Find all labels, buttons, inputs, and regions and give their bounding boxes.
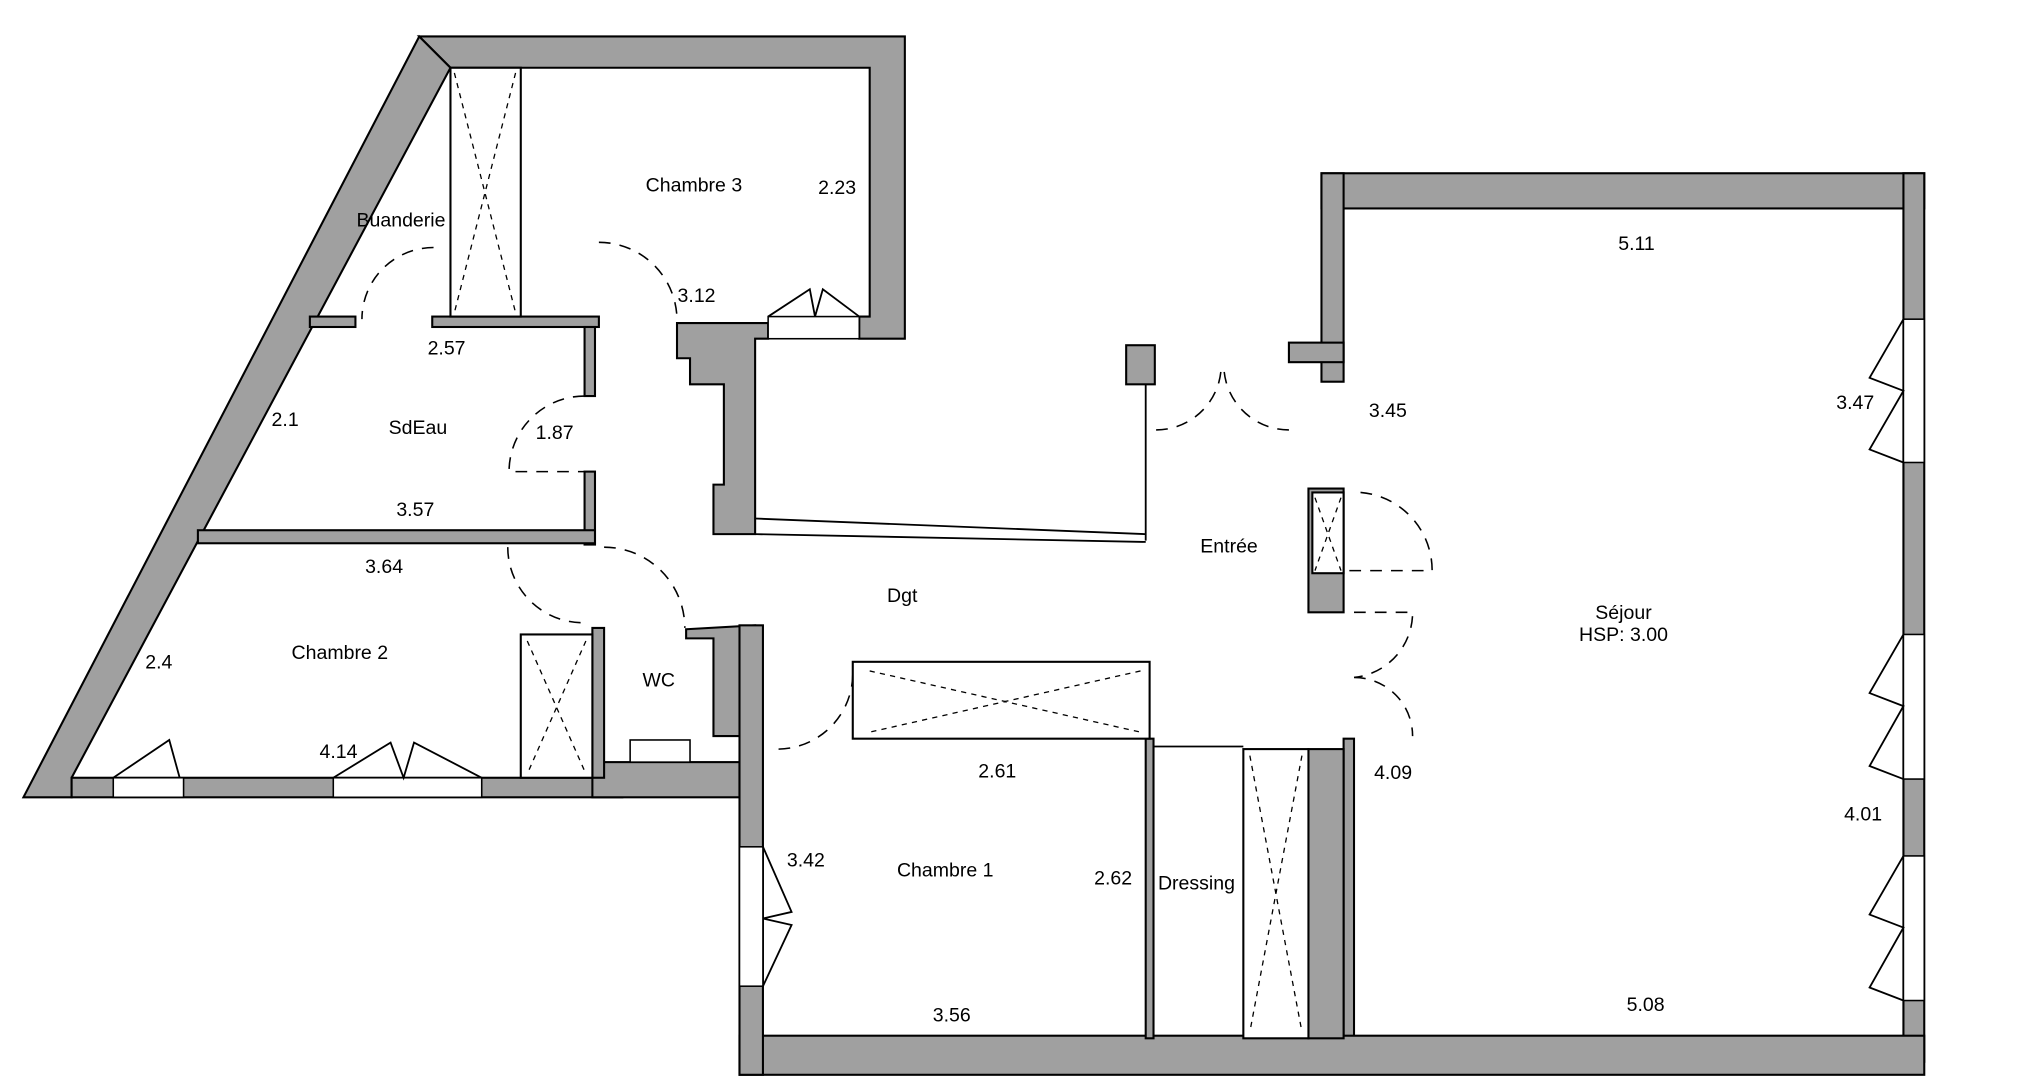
window-wc	[629, 739, 691, 763]
window-chambre3	[767, 315, 861, 340]
room-label-chambre1: Chambre 1	[897, 860, 994, 882]
window-sejour-1	[1902, 318, 1926, 464]
room-label-wc: WC	[643, 670, 676, 692]
closet-chambre2	[519, 633, 594, 779]
room-label-entree: Entrée	[1200, 535, 1257, 557]
room-label-sdeau: SdEau	[389, 417, 448, 439]
door-chambre1	[778, 673, 854, 750]
wall-chambre1-right	[1144, 737, 1155, 1040]
room-height-sejour: HSP: 3.00	[1579, 624, 1668, 646]
wall-sdeau-bottom	[196, 529, 597, 545]
room-label-buanderie: Buanderie	[357, 210, 446, 232]
dimension-label: 3.57	[396, 499, 434, 521]
partition-dgt	[755, 517, 1146, 536]
wall-entree-post	[1125, 344, 1156, 386]
dimension-label: 2.57	[428, 337, 466, 359]
dimension-label: 3.56	[933, 1004, 971, 1026]
door-buanderie	[361, 246, 434, 320]
closet-entree	[1311, 491, 1345, 575]
door-chambre3	[598, 241, 678, 321]
wall-sdeau-right-bottom	[583, 470, 597, 546]
door-wc	[604, 546, 686, 628]
dimension-label: 5.08	[1627, 994, 1665, 1016]
door-chambre2	[506, 547, 584, 624]
room-label-chambre2: Chambre 2	[292, 642, 389, 664]
dimension-label: 2.61	[978, 761, 1016, 783]
dimension-label: 3.47	[1836, 392, 1874, 414]
room-label-dgt: Dgt	[887, 585, 918, 607]
closets	[449, 66, 1345, 1040]
dimension-label: 4.01	[1844, 804, 1882, 826]
dimension-label: 2.23	[818, 177, 856, 199]
window-leaf	[762, 846, 793, 987]
wall-sdeau-right-top	[583, 325, 597, 398]
door-sejour-closet	[1343, 491, 1433, 572]
dimension-label: 3.42	[787, 849, 825, 871]
wall-dressing-right	[1307, 748, 1345, 1040]
room-label-sejour: Séjour	[1595, 602, 1652, 624]
window-chambre2-left	[112, 776, 185, 799]
closet-dgt	[851, 660, 1151, 740]
partition-dgt-2	[755, 533, 1146, 543]
closet-buanderie	[449, 66, 522, 318]
wall-entree-jamb	[1287, 341, 1345, 364]
window-sejour-2	[1902, 633, 1926, 780]
dimension-label: 3.12	[678, 285, 716, 307]
dimension-label: 2.62	[1094, 868, 1132, 890]
wall-sejour-top	[1320, 172, 1926, 210]
window-leaf	[1868, 855, 1905, 1002]
dimension-label: 3.45	[1369, 400, 1407, 422]
window-leaf	[767, 287, 860, 318]
window-leaf	[1868, 633, 1905, 780]
wall-sejour-left-top	[1320, 172, 1345, 383]
door-entree-left	[1156, 364, 1222, 431]
window-leaf	[332, 741, 483, 781]
wall-chambre2-wc	[591, 626, 606, 779]
windows	[112, 287, 1926, 1002]
wall-wc-bottom	[591, 761, 741, 799]
dimension-label: 3.64	[365, 556, 403, 578]
dimension-label: 5.11	[1618, 233, 1655, 255]
window-sejour-3	[1902, 855, 1926, 1002]
dimension-label: 4.09	[1374, 762, 1412, 784]
wall-diagonal	[21, 34, 452, 799]
window-leaf	[1868, 318, 1905, 464]
dimension-label: 2.4	[145, 651, 172, 673]
dimension-label: 4.14	[320, 741, 358, 763]
labels: Chambre 3 2.23 Buanderie 3.12 2.57 SdEau…	[145, 174, 1882, 1026]
window-chambre2-right	[332, 776, 483, 799]
window-leaf	[112, 738, 181, 779]
dimension-label: 2.1	[272, 409, 299, 431]
door-entree-right	[1223, 364, 1289, 431]
dimension-label: 1.87	[536, 422, 574, 444]
door-sejour	[1353, 611, 1414, 737]
window-chambre1	[738, 846, 764, 987]
walls	[21, 34, 1926, 1076]
doors	[361, 241, 1433, 750]
wall-dgt-block	[675, 322, 770, 536]
door-sdeau	[508, 395, 585, 473]
wall-buanderie	[308, 315, 357, 329]
wall-buanderie-closet	[431, 315, 600, 329]
wall-sejour-left-bottom	[1342, 737, 1356, 1040]
room-label-dressing: Dressing	[1158, 873, 1235, 895]
wall-bottom	[738, 1034, 1926, 1076]
room-label-chambre3: Chambre 3	[646, 174, 743, 196]
